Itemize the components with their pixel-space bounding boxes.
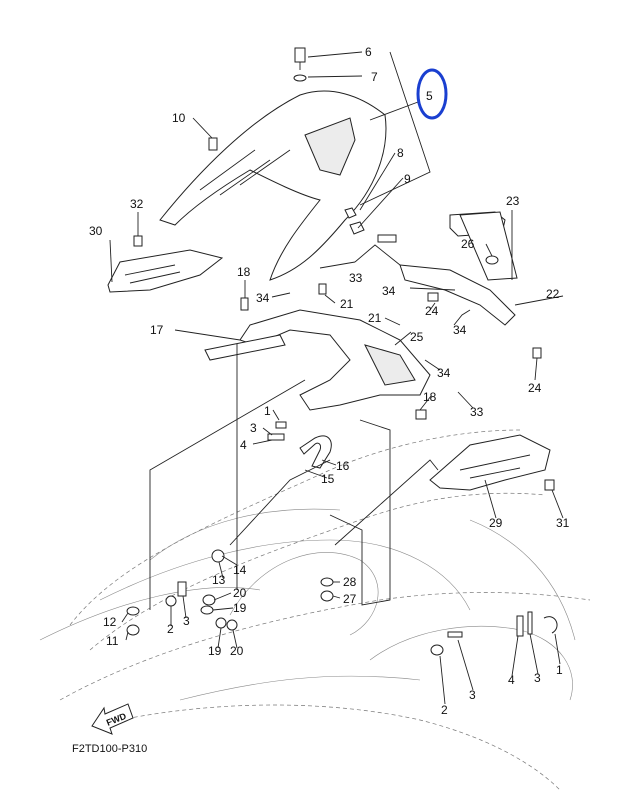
clip-part-16 [299, 435, 332, 469]
side-panel-part-30 [107, 249, 224, 293]
trim-part-17 [204, 334, 286, 361]
fasteners [126, 47, 558, 656]
callout-15: 15 [321, 472, 335, 486]
callout-19b: 19 [208, 644, 222, 658]
callout-21a: 21 [340, 297, 354, 311]
callout-3b: 3 [183, 614, 190, 628]
callout-34d: 34 [437, 366, 451, 380]
fwd-arrow-icon: FWD [91, 703, 134, 735]
callout-14: 14 [233, 563, 247, 577]
callout-labels: 6 7 5 10 8 9 23 32 30 26 18 33 34 34 22 … [89, 45, 570, 717]
callout-18a: 18 [237, 265, 251, 279]
callout-13: 13 [212, 573, 226, 587]
seat-cowl-part-5 [159, 90, 387, 281]
callout-3d: 3 [469, 688, 476, 702]
callout-28: 28 [343, 575, 357, 589]
callout-19a: 19 [233, 601, 247, 615]
callout-34b: 34 [382, 284, 396, 298]
callout-16: 16 [336, 459, 350, 473]
callout-21b: 21 [368, 311, 382, 325]
callout-30: 30 [89, 224, 103, 238]
rear-deck-part-25 [239, 309, 431, 411]
callout-18b: 18 [423, 390, 437, 404]
callout-2b: 2 [441, 703, 448, 717]
hull-outline [39, 429, 591, 791]
rear-panel-part-22 [399, 264, 516, 326]
callout-10: 10 [172, 111, 186, 125]
callout-6: 6 [365, 45, 372, 59]
callout-9: 9 [404, 172, 411, 186]
callout-17: 17 [150, 323, 164, 337]
callout-12: 12 [103, 615, 117, 629]
callout-27: 27 [343, 592, 357, 606]
callout-5: 5 [426, 89, 433, 103]
callout-3a: 3 [250, 421, 257, 435]
highlight-circle [416, 68, 448, 120]
callout-24b: 24 [528, 381, 542, 395]
callout-4a: 4 [240, 438, 247, 452]
callout-26: 26 [461, 237, 475, 251]
callout-29: 29 [489, 516, 503, 530]
callout-1a: 1 [264, 404, 271, 418]
callout-20a: 20 [233, 586, 247, 600]
callout-11: 11 [106, 634, 119, 648]
callout-25: 25 [410, 330, 424, 344]
callout-2a: 2 [167, 622, 174, 636]
handle-part-23 [449, 211, 518, 281]
callout-8: 8 [397, 146, 404, 160]
callout-1b: 1 [556, 663, 563, 677]
callout-3c: 3 [534, 671, 541, 685]
callout-33a: 33 [349, 271, 363, 285]
step-part-29 [429, 434, 551, 491]
callout-34c: 34 [453, 323, 467, 337]
callout-4b: 4 [508, 673, 515, 687]
leader-lines [109, 51, 564, 705]
callout-22: 22 [546, 287, 560, 301]
callout-7: 7 [371, 70, 378, 84]
diagram-code: F2TD100-P310 [72, 743, 147, 755]
callout-23: 23 [506, 194, 520, 208]
callout-33b: 33 [470, 405, 484, 419]
callout-24a: 24 [425, 304, 439, 318]
callout-34a: 34 [256, 291, 270, 305]
callout-31: 31 [556, 516, 570, 530]
callout-32: 32 [130, 197, 144, 211]
callout-20b: 20 [230, 644, 244, 658]
